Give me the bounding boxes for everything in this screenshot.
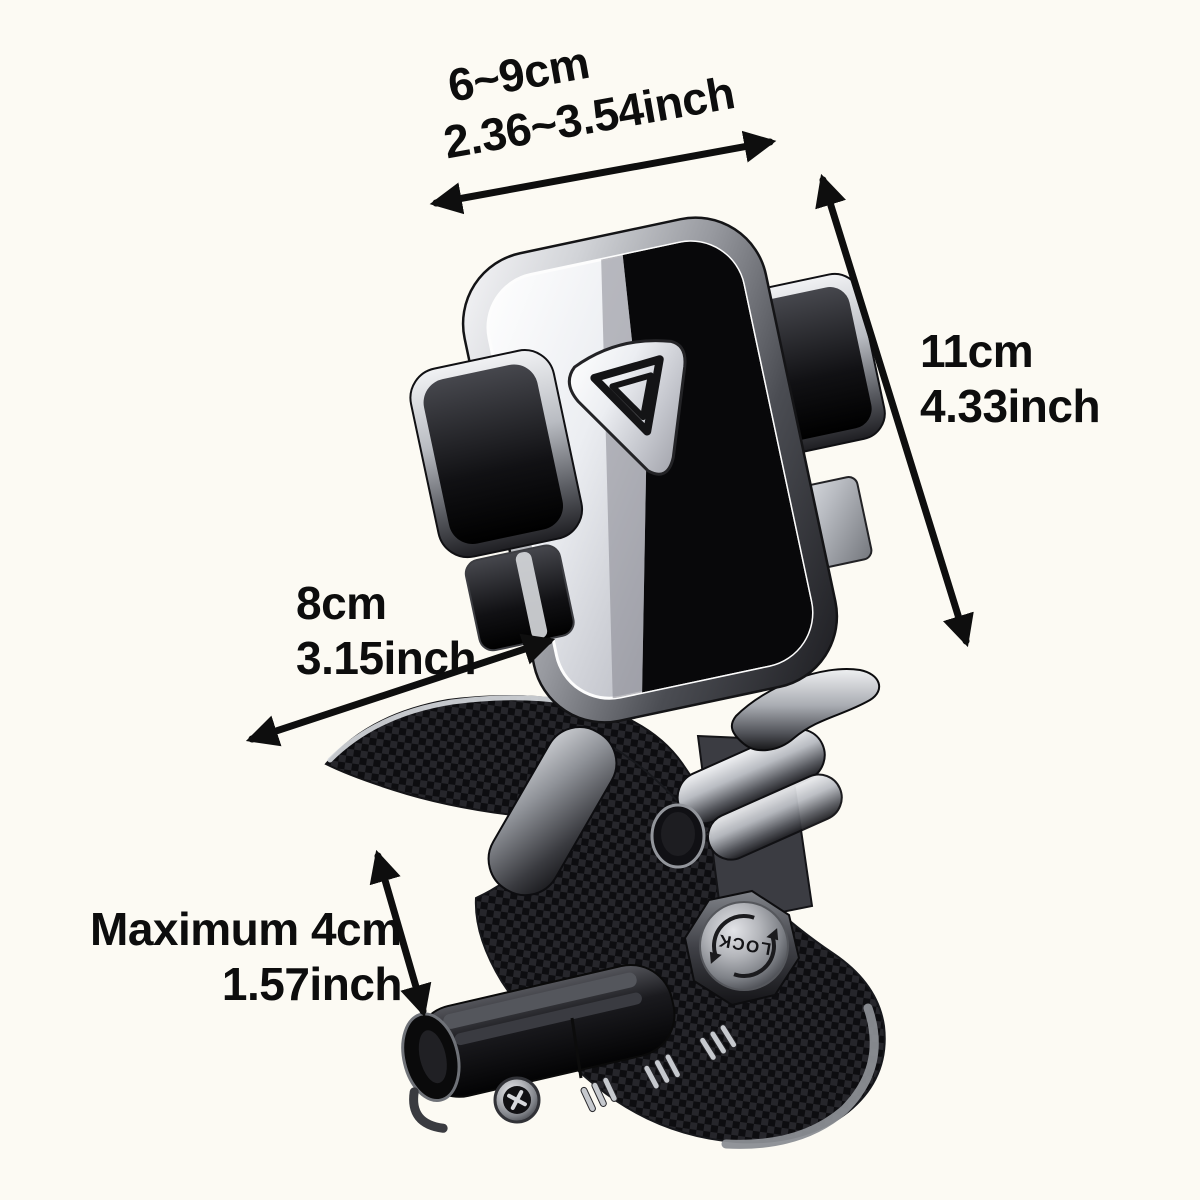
height-cm-value: 11cm <box>920 325 1034 377</box>
hinge-joint <box>676 728 843 861</box>
clip-roller <box>401 963 676 1133</box>
release-lever <box>730 668 881 752</box>
arm-length-dimension-label: 8cm 3.15inch <box>296 576 477 686</box>
rotate-arrows-icon <box>712 914 776 978</box>
brand-triangle-icon <box>567 339 687 476</box>
width-dimension-arrow-icon <box>429 130 777 215</box>
clip-screw <box>493 1076 541 1124</box>
arm-length-cm-value: 8cm <box>296 577 387 629</box>
rotate-arrowhead-icon <box>766 928 779 941</box>
height-inch-value: 4.33inch <box>920 380 1101 432</box>
clip-body-bevel <box>721 1003 879 1149</box>
clip-hook <box>409 1087 448 1133</box>
clip-fin <box>487 726 618 897</box>
max-clamp-inch-value: 1.57inch <box>221 958 403 1010</box>
phone-cradle <box>409 216 886 724</box>
max-clamp-dimension-label: Maximum 4cm 1.57inch <box>90 902 403 1012</box>
arm-length-inch-value: 3.15inch <box>296 632 477 684</box>
phillips-cross-icon <box>507 1090 527 1110</box>
clamp-opening-dimension-arrow-icon <box>369 849 432 1018</box>
lock-knob: LOCK <box>683 889 801 1007</box>
pivot-button <box>650 803 706 869</box>
left-support-tab <box>464 544 575 652</box>
arm-length-dimension-arrow-icon <box>245 633 556 747</box>
max-clamp-cm-value: Maximum 4cm <box>90 903 402 955</box>
height-dimension-arrow-icon <box>815 173 974 648</box>
clip-spring-wire <box>570 1017 583 1079</box>
rotate-arrowhead-icon <box>709 951 722 964</box>
height-dimension-label: 11cm 4.33inch <box>920 324 1101 434</box>
grip-teeth <box>580 1024 738 1113</box>
left-grip-arm <box>409 349 584 559</box>
